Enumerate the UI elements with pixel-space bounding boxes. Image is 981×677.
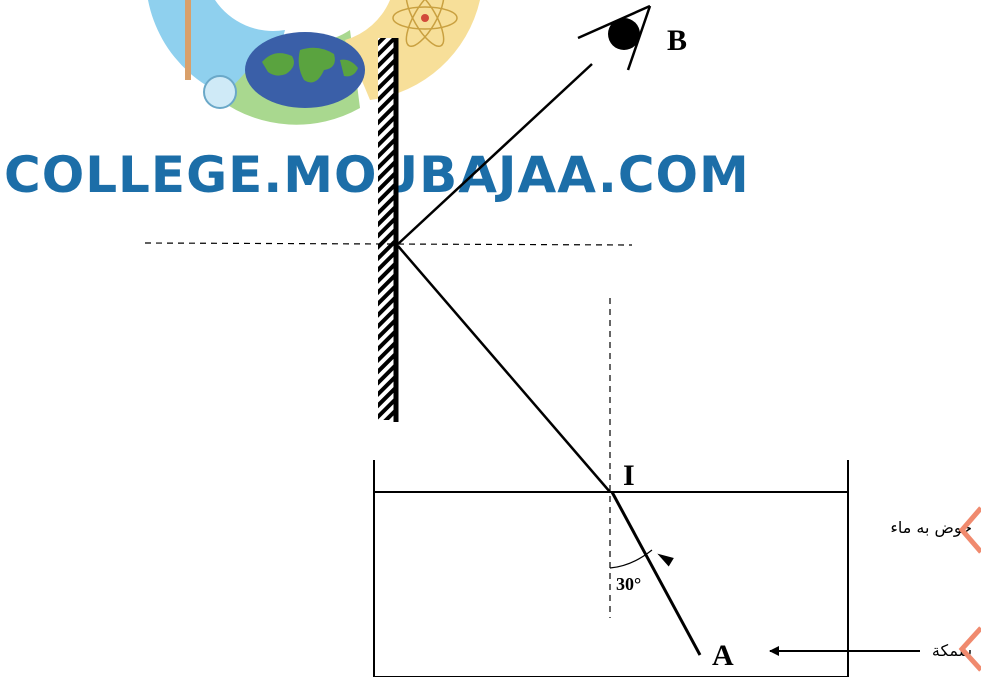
tank-label: حوض به ماء <box>890 518 972 538</box>
ray-direction-arrow <box>657 553 674 567</box>
mirror-normal-line <box>144 242 633 246</box>
atom-icon <box>392 0 458 48</box>
refracted-ray <box>397 245 611 493</box>
tank-walls <box>373 460 849 677</box>
angle-arc <box>609 549 653 569</box>
ray-in-water <box>610 491 702 656</box>
watermark-logo: COLLEGE.MOUBAJAA.COM <box>4 0 750 204</box>
tank-callout-mark <box>958 506 981 554</box>
flask-icon <box>203 75 237 109</box>
reflected-ray <box>397 63 593 245</box>
plane-mirror <box>378 38 399 422</box>
point-i-label: I <box>623 459 635 492</box>
angle-label: 30° <box>616 574 641 594</box>
eye-icon <box>577 4 652 71</box>
mirror-hatching <box>378 38 394 420</box>
point-b-label: B <box>667 24 687 57</box>
fish-callout-mark <box>958 626 981 672</box>
logo-ring-right <box>345 0 480 100</box>
point-a-label: A <box>712 639 734 672</box>
watermark-text: COLLEGE.MOUBAJAA.COM <box>4 146 750 204</box>
continents-icon <box>262 47 358 83</box>
thermometer-icon <box>185 0 191 80</box>
water-tank <box>373 460 849 677</box>
